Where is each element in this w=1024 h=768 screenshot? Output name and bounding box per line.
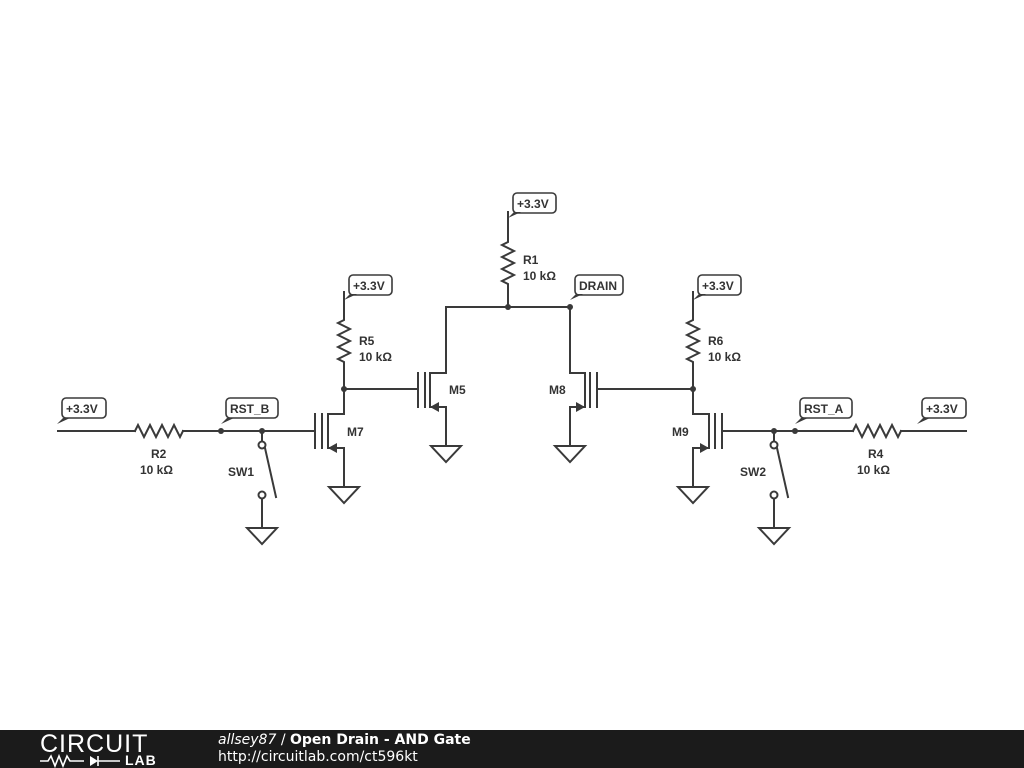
m9-name: M9: [672, 425, 689, 439]
r5-value: 10 kΩ: [359, 350, 392, 364]
sw2-name: SW2: [740, 465, 766, 479]
m8-mosfet[interactable]: [569, 306, 694, 447]
ground-icon: [552, 445, 588, 464]
r1-value: 10 kΩ: [523, 269, 556, 283]
m5-name: M5: [449, 383, 466, 397]
junction-dot: [218, 428, 224, 434]
junction-dot: [792, 428, 798, 434]
r2-value: 10 kΩ: [140, 463, 173, 477]
author-link[interactable]: allsey87: [218, 732, 277, 748]
port-rst-b[interactable]: RST_B: [221, 397, 279, 424]
m7-mosfet[interactable]: [314, 388, 345, 488]
svg-text:DRAIN: DRAIN: [579, 279, 617, 293]
port-vcc-r6[interactable]: +3.3V: [693, 274, 742, 300]
circuit-url-link[interactable]: http://circuitlab.com/ct596kt: [218, 749, 418, 765]
m5-mosfet[interactable]: [343, 306, 447, 447]
svg-text:+3.3V: +3.3V: [66, 402, 98, 416]
ground-icon: [428, 445, 464, 464]
r6-resistor[interactable]: [684, 291, 702, 390]
port-rst-a[interactable]: RST_A: [795, 397, 853, 424]
r4-resistor[interactable]: [851, 422, 903, 440]
svg-text:+3.3V: +3.3V: [353, 279, 385, 293]
r4-name: R4: [868, 447, 884, 461]
ground-icon: [326, 486, 362, 505]
m8-name: M8: [549, 383, 566, 397]
sw2-switch[interactable]: [769, 430, 790, 529]
sw1-name: SW1: [228, 465, 254, 479]
resistor-diode-logo-icon: [40, 754, 120, 768]
svg-text:+3.3V: +3.3V: [926, 402, 958, 416]
r6-name: R6: [708, 334, 724, 348]
m7-name: M7: [347, 425, 364, 439]
r4-value: 10 kΩ: [857, 463, 890, 477]
port-vcc-r2[interactable]: +3.3V: [57, 397, 107, 424]
r1-resistor[interactable]: [499, 211, 517, 308]
r6-value: 10 kΩ: [708, 350, 741, 364]
footer-bar: CIRCUIT LAB allsey87 / Open Drain - AND …: [0, 730, 1024, 768]
circuit-title: Open Drain - AND Gate: [290, 732, 471, 748]
schematic-canvas: R1 10 kΩ M5 M8 R5 10 kΩ M7 R2 10 kΩ: [57, 192, 967, 546]
r2-name: R2: [151, 447, 167, 461]
r1-name: R1: [523, 253, 539, 267]
port-drain[interactable]: DRAIN: [570, 274, 624, 300]
ground-icon: [756, 527, 792, 546]
logo-text-bottom: LAB: [125, 752, 157, 768]
junction-dot: [505, 304, 511, 310]
port-vcc-r4[interactable]: +3.3V: [917, 397, 967, 424]
svg-text:RST_A: RST_A: [804, 402, 844, 416]
r2-resistor[interactable]: [133, 422, 185, 440]
port-vcc-r5[interactable]: +3.3V: [344, 274, 393, 300]
m9-mosfet[interactable]: [692, 388, 723, 488]
svg-text:+3.3V: +3.3V: [517, 197, 549, 211]
title-separator: /: [276, 732, 290, 748]
ground-icon: [675, 486, 711, 505]
footer-title-line: allsey87 / Open Drain - AND Gate: [218, 732, 471, 749]
logo-text-top: CIRCUIT: [40, 730, 149, 758]
circuitlab-logo[interactable]: CIRCUIT LAB: [40, 732, 180, 768]
sw1-switch[interactable]: [257, 430, 278, 529]
port-vcc-r1[interactable]: +3.3V: [508, 192, 557, 218]
ground-icon: [244, 527, 280, 546]
r5-name: R5: [359, 334, 375, 348]
svg-text:+3.3V: +3.3V: [702, 279, 734, 293]
svg-text:RST_B: RST_B: [230, 402, 270, 416]
r5-resistor[interactable]: [335, 291, 353, 390]
